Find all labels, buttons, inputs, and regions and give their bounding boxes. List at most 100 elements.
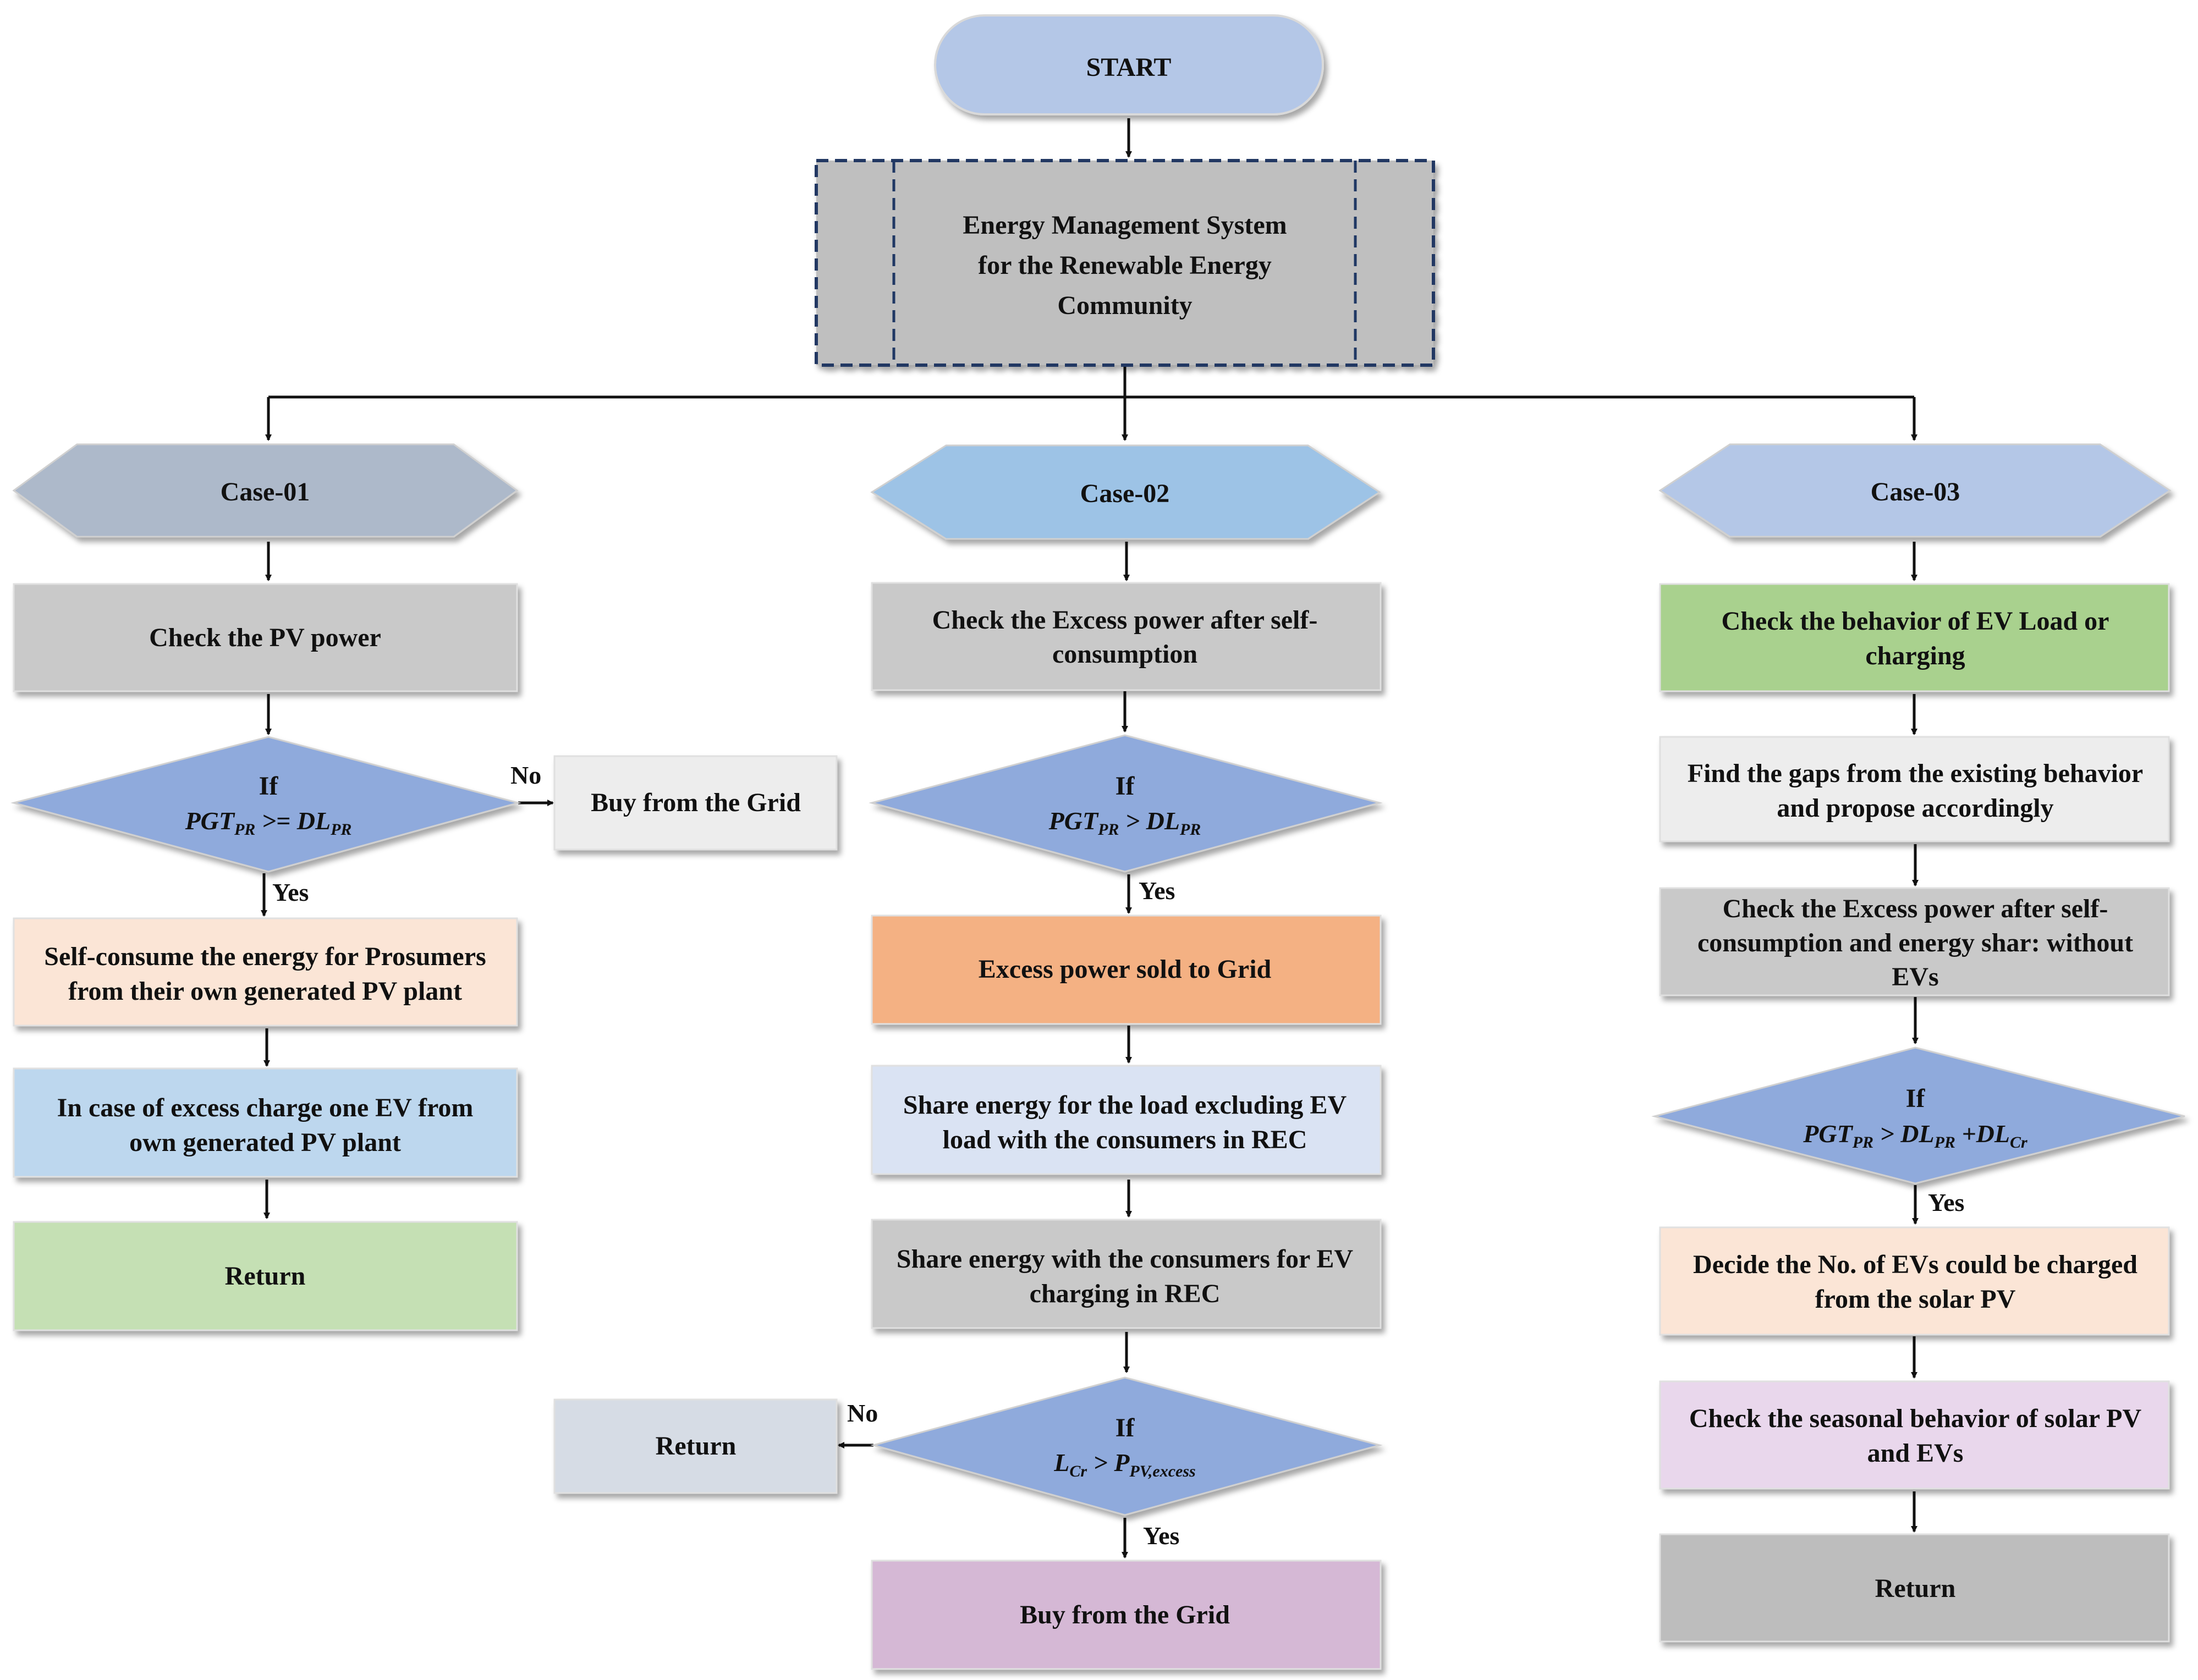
case-02-yes-label: Yes [1139,877,1175,905]
case-02-condition: PGTPR > DLPR [1048,807,1201,839]
case-01-excess-box [13,1067,518,1178]
case-02-share1-line2: load with the consumers in REC [943,1125,1307,1154]
case-02-share1-box [871,1065,1382,1175]
case-02-return-label: Return [656,1431,737,1461]
case-02-share2-line2: charging in REC [1030,1279,1221,1308]
case-02-if2-label: If [1116,1413,1135,1442]
case-01-decision [10,736,521,873]
cond-b-sub: PR [1179,820,1201,839]
case-03-excess-line2: consumption and energy shar: without [1697,928,2133,957]
case-03-seasonal-box [1659,1380,2170,1490]
case-02-sold-box [871,915,1382,1025]
case-02-check-line1: Check the Excess power after self- [932,605,1318,635]
case-03-seasonal-line1: Check the seasonal behavior of solar PV [1689,1404,2142,1433]
case-02-sold-label: Excess power sold to Grid [979,955,1272,984]
case-01-check-box [13,583,518,692]
cond-b: DL [1146,807,1180,835]
case-02-title: Case-02 [1080,479,1170,508]
cond2-a-sub: Cr [1069,1462,1087,1480]
case-01-self-line2: from their own generated PV plant [68,977,462,1006]
cond2-op: > [1087,1448,1114,1477]
case-03-return-label: Return [1875,1574,1956,1603]
case-03-decide-line1: Decide the No. of EVs could be charged [1693,1250,2137,1279]
case-03-condition: PGTPR > DLPR +DLCr [1803,1120,2027,1152]
case-01-excess-line2: own generated PV plant [129,1128,401,1157]
case-01-if-label: If [259,772,279,801]
cond-b: DL [296,807,331,835]
case-02-if-label: If [1116,772,1135,801]
case-02-share2-line1: Share energy with the consumers for EV [897,1244,1353,1274]
cond-c-sub: Cr [2010,1133,2027,1152]
connectors [261,118,1919,1558]
case-02-hexagon [870,444,1381,540]
case-01-return-label: Return [225,1262,306,1291]
cond-a-sub: PR [1097,820,1119,839]
case-01-column: Case-01 Check the PV power If PGTPR >= D… [10,443,838,1331]
case-01-condition: PGTPR >= DLPR [185,807,352,839]
case-02-buy-box [871,1560,1382,1670]
case-03-decide-box [1659,1226,2170,1336]
ems-line1: Energy Management System [963,211,1287,240]
cond2-b: P [1113,1448,1130,1477]
case-03-gaps-line2: and propose accordingly [1777,794,2053,823]
case-02-no-label: No [847,1399,878,1427]
cond2-a: L [1053,1448,1069,1477]
case-01-return-box [13,1221,518,1331]
start-terminator [934,14,1324,115]
case-03-if-label: If [1906,1084,1926,1113]
case-03-return-box [1659,1533,2170,1643]
case-03-excess-line1: Check the Excess power after self- [1723,894,2108,923]
start-node: START [934,14,1324,115]
cond-a: PGT [1048,807,1099,835]
cond-b-sub: PR [330,820,351,839]
case-02-decision-2 [870,1376,1383,1516]
ems-line3: Community [1057,291,1192,320]
ems-box [815,159,1435,367]
case-02-return-box [553,1398,838,1494]
cond-op: > [1119,807,1146,835]
case-01-check-label: Check the PV power [149,623,381,652]
case-01-buy-box [553,755,838,851]
cond2-b-sub: PV,excess [1129,1462,1195,1480]
case-03-title: Case-03 [1871,477,1960,506]
case-01-hexagon [12,443,519,538]
case-01-yes-label: Yes [272,878,309,906]
case-02-column: Case-02 Check the Excess power after sel… [553,444,1383,1670]
case-02-decision [869,734,1383,873]
case-03-excess-box [1659,887,2170,996]
case-02-buy-label: Buy from the Grid [1020,1600,1230,1629]
case-03-excess-line3: EVs [1892,962,1938,992]
cond-a-sub: PR [1852,1133,1873,1152]
case-03-seasonal-line2: and EVs [1867,1439,1964,1468]
case-02-share2-box [871,1219,1382,1329]
cond-b: DL [1900,1120,1934,1148]
case-03-column: Case-03 Check the behavior of EV Load or… [1651,443,2185,1643]
case-01-buy-label: Buy from the Grid [591,788,801,817]
case-01-self-line1: Self-consume the energy for Prosumers [44,942,486,971]
case-01-title: Case-01 [221,477,310,506]
case-03-check-box [1659,583,2170,692]
case-02-share1-line1: Share energy for the load excluding EV [903,1090,1347,1120]
case-02-condition-2: LCr > PPV,excess [1053,1448,1195,1480]
cond-a-sub: PR [234,820,255,839]
case-03-hexagon [1658,443,2172,538]
case-01-excess-line1: In case of excess charge one EV from [57,1093,474,1122]
cond-b-sub: PR [1934,1133,1955,1152]
cond-a: PGT [185,807,235,835]
ems-line2: for the Renewable Energy [978,251,1272,280]
case-02-yes2-label: Yes [1143,1522,1179,1550]
case-02-check-box [871,582,1382,691]
case-01-self-consume-box [13,917,518,1027]
cond-op2: + [1955,1120,1976,1148]
case-03-check-line2: charging [1865,641,1965,670]
ems-node: Energy Management System for the Renewab… [815,159,1435,367]
cond-op: >= [255,807,296,835]
case-03-decision [1651,1046,2185,1185]
cond-a: PGT [1803,1120,1853,1148]
case-03-decide-line2: from the solar PV [1815,1285,2016,1314]
case-02-check-line2: consumption [1052,640,1197,669]
cond-op: > [1873,1120,1900,1148]
case-03-yes-label: Yes [1928,1188,1964,1216]
case-03-gaps-line1: Find the gaps from the existing behavior [1688,759,2143,788]
